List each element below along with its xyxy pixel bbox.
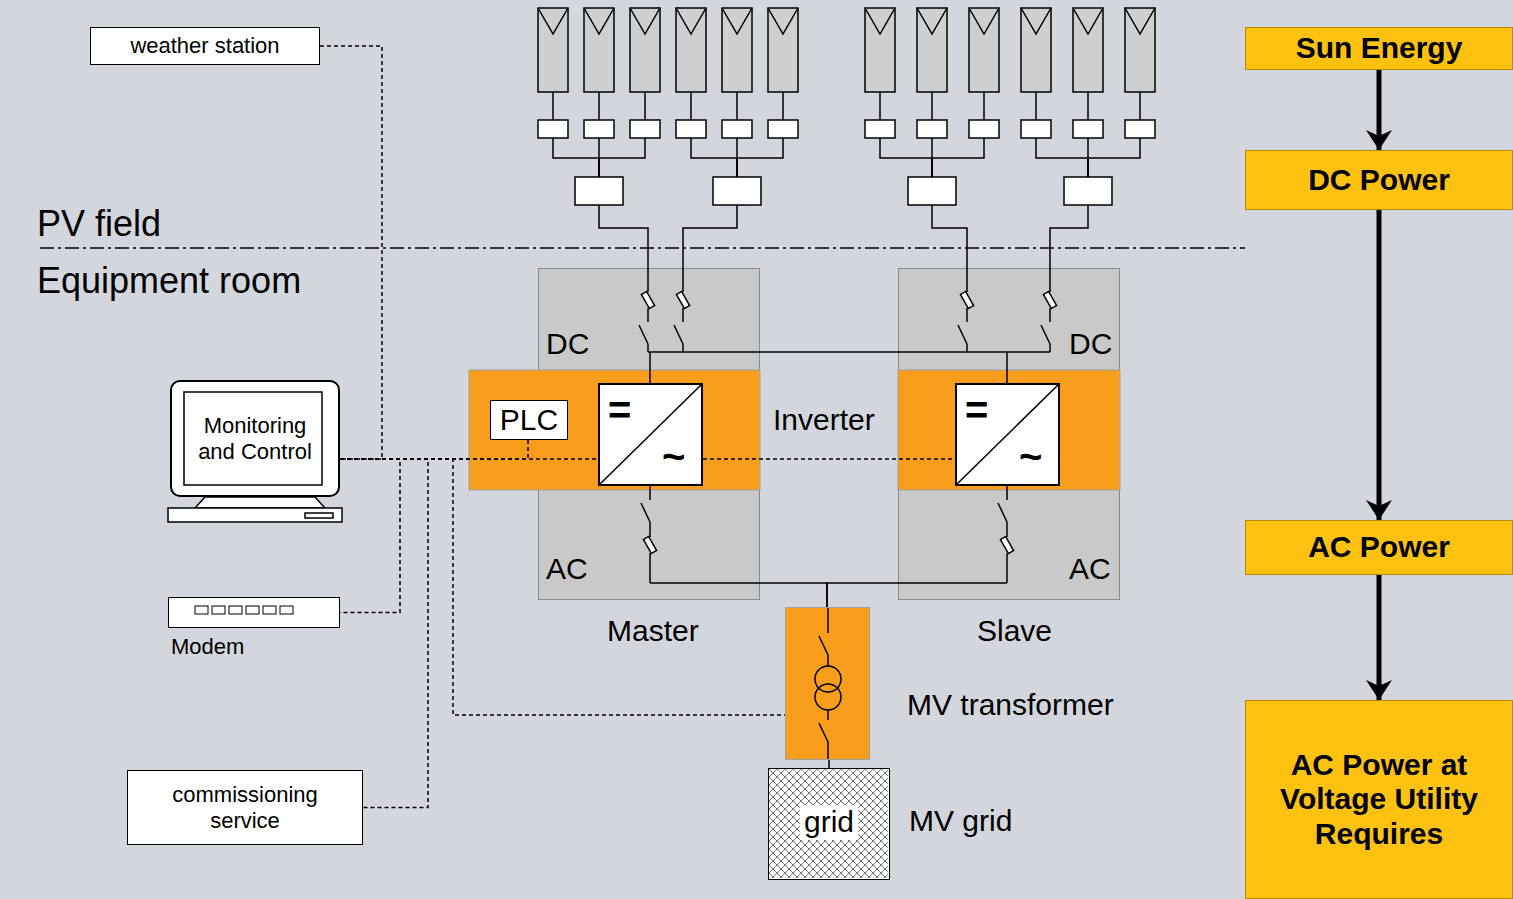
- node-text: =: [608, 387, 631, 433]
- node-text: Modem: [171, 634, 244, 659]
- node-text: ~: [662, 433, 685, 479]
- flow-step-box: DC Power: [1245, 150, 1513, 210]
- flow-step-box: AC Power: [1245, 520, 1513, 575]
- node-text: DC: [1069, 327, 1112, 362]
- node-text: DC: [546, 327, 589, 362]
- shape-outline: [169, 598, 338, 626]
- signal-line: [703, 458, 955, 460]
- area-label: Inverter: [773, 403, 875, 438]
- node-text: DC Power: [1308, 163, 1450, 198]
- signal-line: [340, 459, 785, 715]
- modem-device: Modem: [168, 597, 340, 628]
- flow-step-box: Sun Energy: [1245, 27, 1513, 70]
- power-line: [760, 583, 827, 607]
- flow-arrow: [1377, 70, 1382, 150]
- node-text: ~: [1019, 433, 1042, 479]
- flow-arrow: [1377, 575, 1382, 700]
- inverter-symbol: =~: [598, 383, 703, 486]
- node-text: MV transformer: [907, 688, 1114, 723]
- signal-line: [340, 440, 528, 459]
- node-text: MV grid: [909, 804, 1012, 839]
- node-text: =: [965, 387, 988, 433]
- info-box: commissioning service: [127, 770, 363, 845]
- node-text: PLC: [500, 403, 558, 438]
- monitor-stand: [168, 497, 342, 522]
- node-text: AC: [546, 552, 588, 587]
- node-text: commissioning service: [136, 782, 354, 833]
- node-text: weather station: [130, 33, 279, 58]
- flow-step-box: AC Power at Voltage Utility Requires: [1245, 700, 1513, 899]
- area-label: Equipment room: [37, 260, 301, 301]
- node-text: Monitoring and Control: [188, 413, 322, 464]
- shape-outline: [786, 608, 869, 759]
- power-line: [828, 760, 830, 768]
- transformer-box: MV transformer: [785, 607, 870, 760]
- grid-box: gridMV grid: [768, 768, 890, 880]
- node-text: Master: [607, 614, 699, 649]
- node-text: AC Power: [1308, 530, 1450, 565]
- node-text: AC: [1069, 552, 1111, 587]
- node-text: Slave: [977, 614, 1052, 649]
- node-text: grid: [800, 805, 858, 840]
- inverter-symbol: =~: [955, 383, 1060, 486]
- node-text: AC Power at Voltage Utility Requires: [1258, 748, 1500, 852]
- flow-arrow: [1377, 210, 1382, 520]
- plc-box: PLC: [490, 400, 568, 440]
- boundary-line: [40, 247, 1245, 249]
- power-line: [827, 583, 898, 607]
- monitor-screen: Monitoring and Control: [170, 380, 340, 497]
- info-box: weather station: [90, 27, 320, 65]
- inverter-band: [898, 370, 1120, 490]
- pv-array: [538, 8, 1155, 352]
- signal-line: [340, 459, 400, 613]
- inverter-band: [469, 370, 760, 490]
- area-label: PV field: [37, 203, 161, 244]
- signal-line: [340, 459, 428, 808]
- node-text: Sun Energy: [1296, 31, 1463, 66]
